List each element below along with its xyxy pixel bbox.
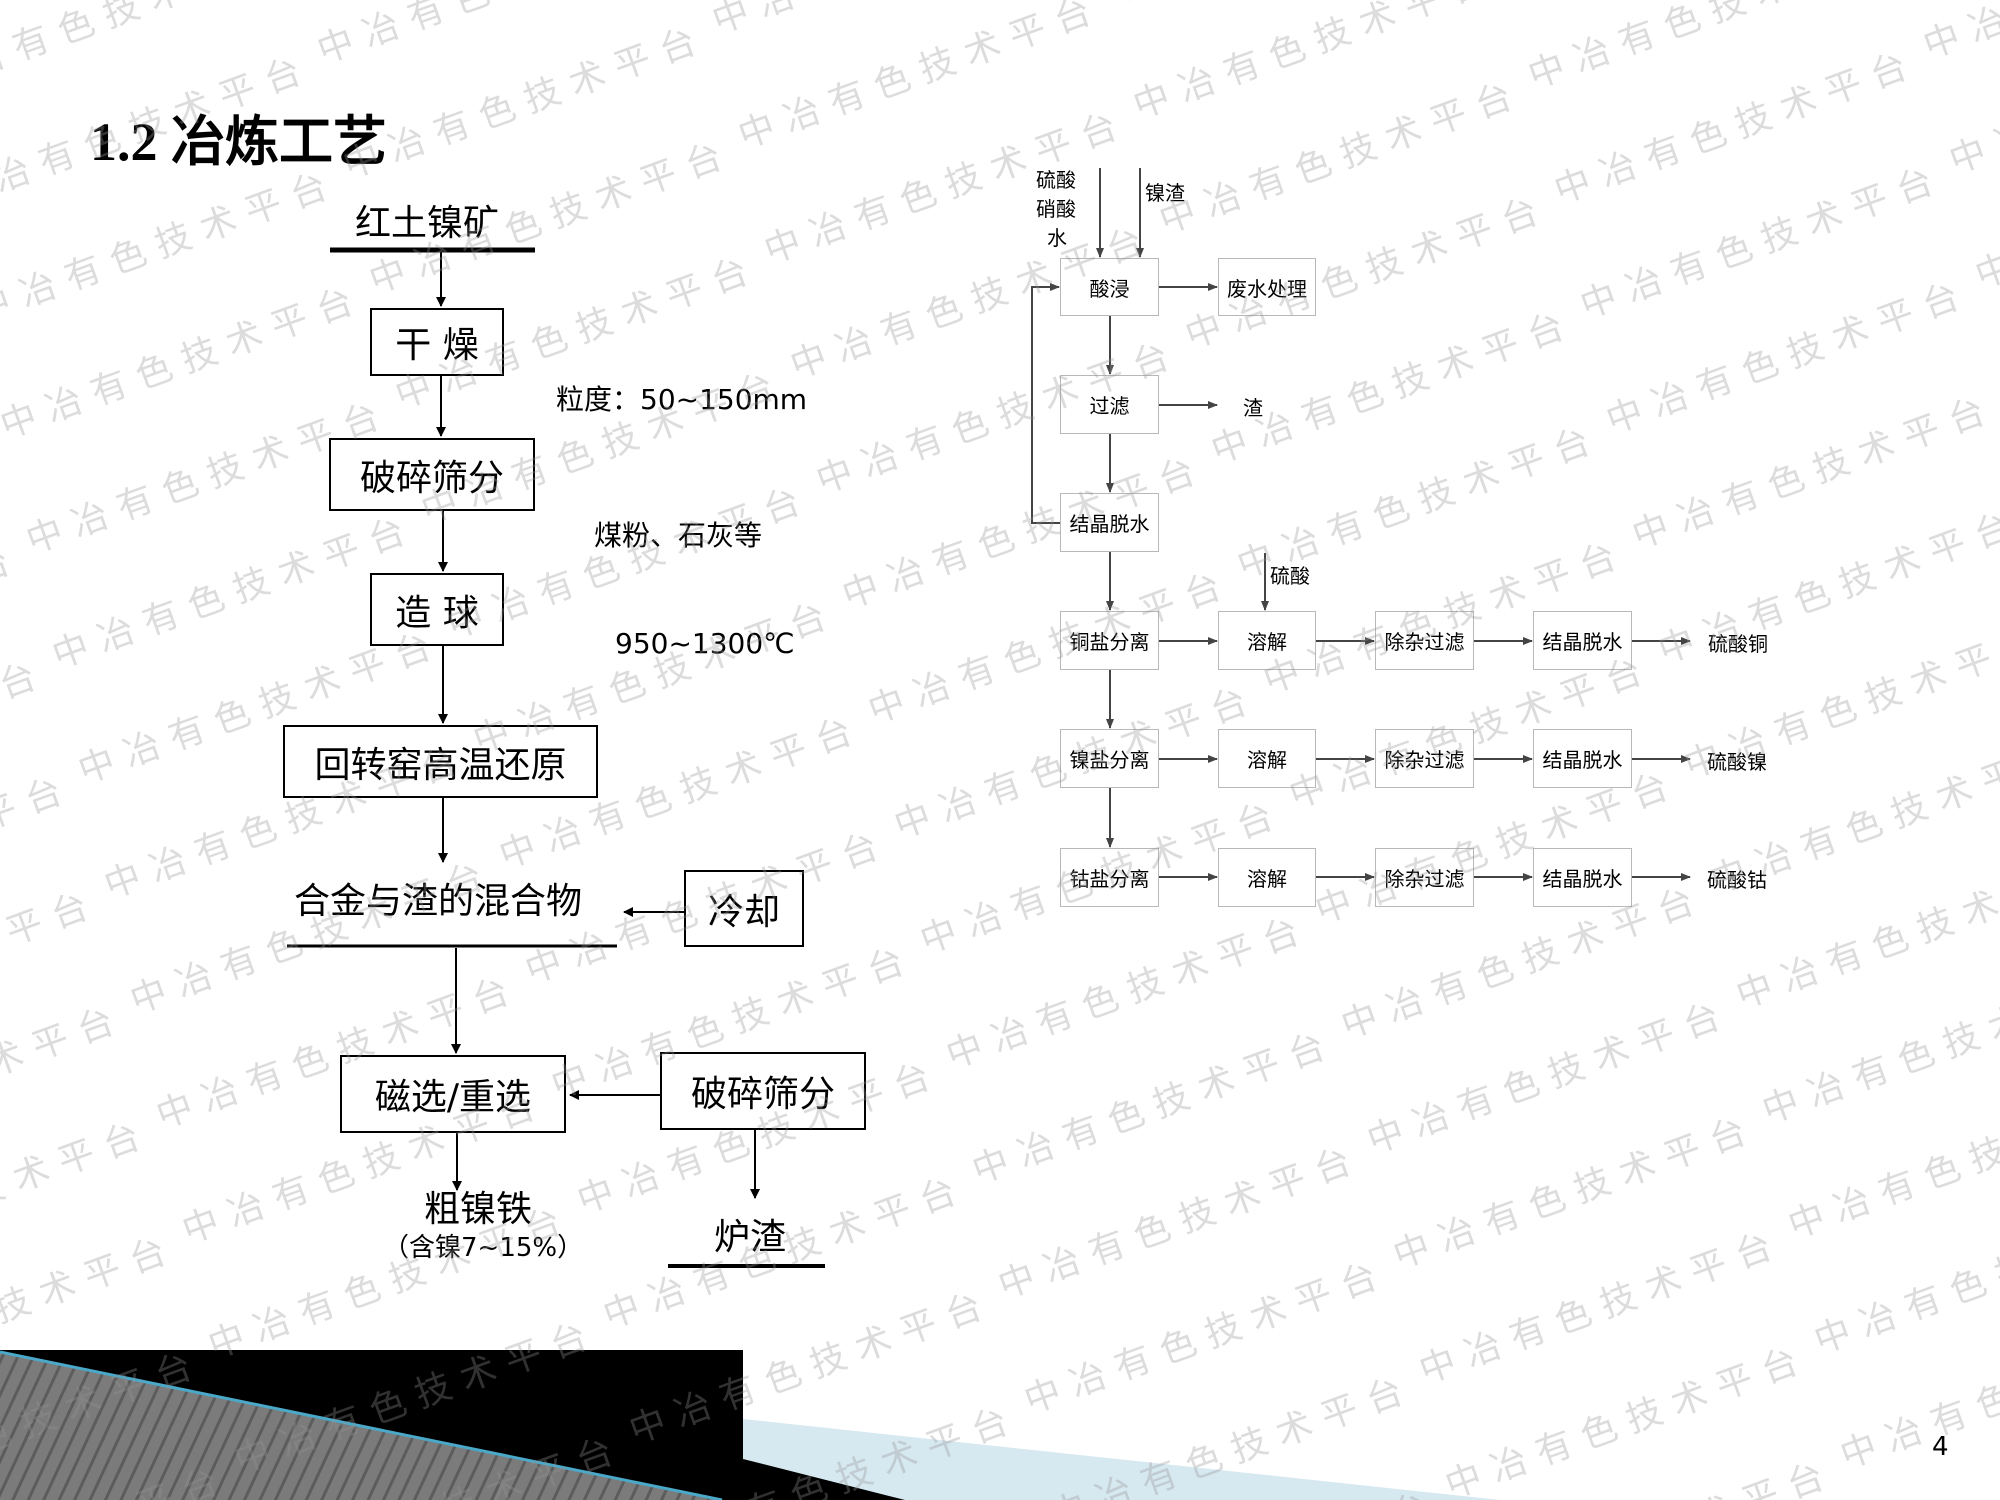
- input-nitric-acid: 硝酸: [1036, 197, 1076, 221]
- cooling-step: 冷却: [684, 870, 804, 947]
- input-water: 水: [1047, 226, 1067, 250]
- wastewater-treatment-step: 废水处理: [1218, 258, 1316, 316]
- residue-output: 渣: [1243, 396, 1263, 420]
- slag-product: 炉渣: [714, 1217, 787, 1258]
- input-sulfuric-acid-2: 硫酸: [1270, 564, 1310, 588]
- cobalt-salt-separation: 钴盐分离: [1060, 848, 1159, 907]
- ferronickel-nickel-content: （含镍7~15%）: [383, 1233, 584, 1263]
- magnetic-gravity-separation-step: 磁选/重选: [340, 1055, 566, 1133]
- slide-title: 1.2 冶炼工艺: [90, 112, 387, 172]
- copper-purify-filter: 除杂过滤: [1375, 611, 1474, 670]
- nickel-sulfate-product: 硫酸镍: [1707, 750, 1767, 774]
- cobalt-sulfate-product: 硫酸钴: [1707, 868, 1767, 892]
- input-nickel-slag: 镍渣: [1145, 181, 1185, 205]
- ferronickel-product: 粗镍铁: [424, 1189, 533, 1230]
- particle-size-note: 粒度：50~150mm: [556, 383, 808, 416]
- nickel-dissolve: 溶解: [1218, 729, 1316, 788]
- cobalt-dissolve: 溶解: [1218, 848, 1316, 907]
- crushing-screening-step-2: 破碎筛分: [660, 1052, 866, 1130]
- copper-crystallize: 结晶脱水: [1533, 611, 1632, 670]
- crystallize-dewater-step: 结晶脱水: [1060, 493, 1159, 552]
- copper-salt-separation: 铜盐分离: [1060, 611, 1159, 670]
- copper-dissolve: 溶解: [1218, 611, 1316, 670]
- additives-note: 煤粉、石灰等: [594, 519, 763, 552]
- filter-step: 过滤: [1060, 375, 1159, 434]
- page-number: 4: [1932, 1432, 1949, 1462]
- drying-step: 干 燥: [370, 308, 504, 376]
- crushing-screening-step: 破碎筛分: [329, 438, 535, 511]
- rotary-kiln-reduction-step: 回转窑高温还原: [283, 725, 598, 798]
- cobalt-crystallize: 结晶脱水: [1533, 848, 1632, 907]
- input-sulfuric-acid: 硫酸: [1036, 168, 1076, 192]
- alloy-slag-mixture-label: 合金与渣的混合物: [294, 881, 583, 922]
- pelletizing-step: 造 球: [370, 573, 504, 646]
- temperature-note: 950~1300℃: [615, 627, 795, 660]
- raw-material-label: 红土镍矿: [355, 203, 500, 244]
- cobalt-purify-filter: 除杂过滤: [1375, 848, 1474, 907]
- nickel-crystallize: 结晶脱水: [1533, 729, 1632, 788]
- nickel-salt-separation: 镍盐分离: [1060, 729, 1159, 788]
- copper-sulfate-product: 硫酸铜: [1708, 632, 1768, 656]
- nickel-purify-filter: 除杂过滤: [1375, 729, 1474, 788]
- acid-leach-step: 酸浸: [1060, 258, 1159, 316]
